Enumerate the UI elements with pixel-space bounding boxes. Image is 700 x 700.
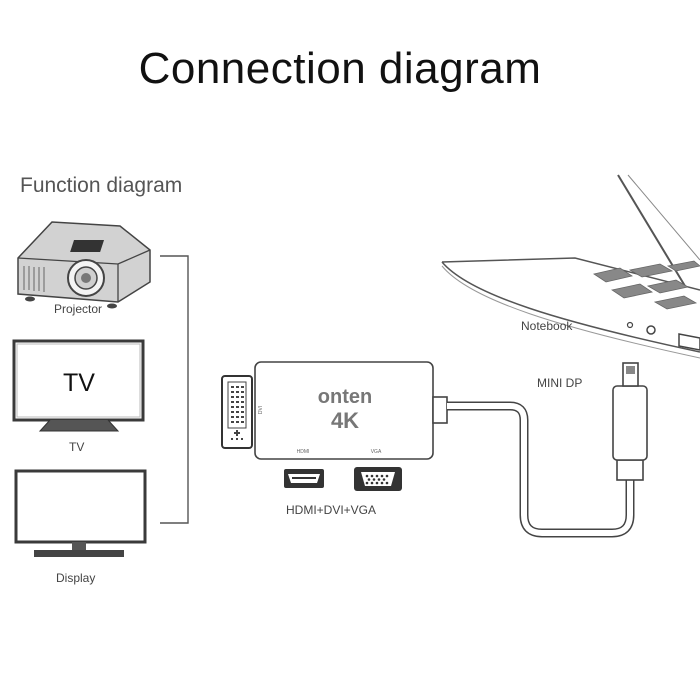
adapter-cable: [447, 401, 635, 538]
tv-screen-text: TV: [63, 369, 95, 397]
projector-label: Projector: [54, 302, 103, 316]
function-diagram-subtitle: Function diagram: [20, 174, 183, 197]
adapter-vga-label: VGA: [371, 449, 382, 455]
mini-dp-label: MINI DP: [537, 376, 583, 390]
notebook-icon: [441, 174, 700, 359]
tv-icon: [12, 339, 145, 432]
display-label: Display: [56, 571, 96, 585]
outputs-label: HDMI+DVI+VGA: [286, 503, 377, 517]
vga-port-icon: [354, 467, 402, 491]
adapter-hdmi-label: HDMI: [297, 449, 310, 455]
page-title: Connection diagram: [138, 44, 542, 93]
display-icon: [14, 469, 147, 557]
adapter-body: [254, 361, 448, 460]
tv-label: TV: [69, 440, 85, 454]
dvi-connector-icon: [221, 375, 253, 449]
mini-dp-connector-icon: [612, 362, 648, 481]
notebook-label: Notebook: [521, 319, 573, 333]
adapter-brand-text: onten: [318, 386, 372, 408]
device-bracket-line: [160, 255, 189, 524]
projector-icon: [17, 221, 151, 309]
adapter-dvi-side-label: DVI: [258, 406, 264, 414]
hdmi-port-icon: [284, 469, 324, 488]
adapter-resolution-text: 4K: [331, 408, 359, 433]
